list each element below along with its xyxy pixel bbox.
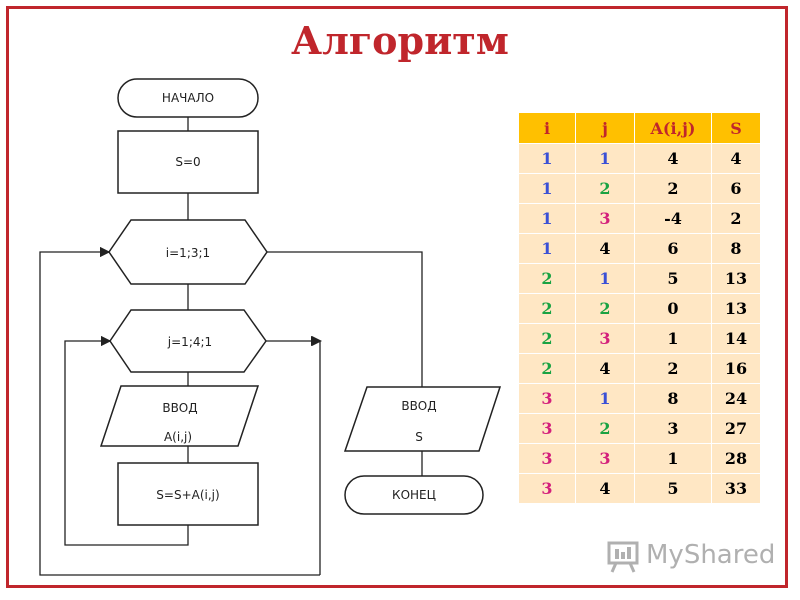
table-cell: 6 — [634, 233, 712, 264]
table-cell: 3 — [518, 473, 576, 504]
table-cell: 2 — [711, 203, 761, 234]
table-cell: 13 — [711, 293, 761, 324]
loop-i-hexagon — [108, 219, 268, 285]
init-label: S=0 — [175, 155, 200, 169]
table-cell: 1 — [518, 233, 576, 264]
table-cell: 1 — [575, 383, 635, 414]
header-i: i — [518, 112, 576, 144]
trace-table-header-row: i j A(i,j) S — [518, 112, 761, 144]
slide-frame — [6, 6, 788, 588]
table-cell: 4 — [575, 233, 635, 264]
table-cell: 2 — [518, 353, 576, 384]
inner-loop-exit-line — [266, 340, 321, 575]
sum-process-box — [117, 462, 259, 526]
table-cell: 13 — [711, 263, 761, 294]
table-cell: 6 — [711, 173, 761, 204]
loop-i-label: i=1;3;1 — [166, 246, 210, 260]
table-cell: 2 — [575, 293, 635, 324]
table-cell: 3 — [575, 203, 635, 234]
outer-loop-back-arrow — [39, 246, 320, 576]
table-cell: -4 — [634, 203, 712, 234]
init-process-box — [117, 130, 259, 194]
sum-label: S=S+A(i,j) — [156, 488, 219, 502]
table-cell: 3 — [634, 413, 712, 444]
input-a-parallelogram — [99, 385, 260, 447]
start-terminal — [117, 78, 259, 118]
table-cell: 2 — [518, 293, 576, 324]
table-cell: 1 — [634, 323, 712, 354]
table-cell: 2 — [634, 353, 712, 384]
end-label: КОНЕЦ — [392, 488, 436, 502]
table-cell: 3 — [518, 383, 576, 414]
myshared-logo: MyShared — [606, 538, 775, 574]
outer-loop-exit-line — [267, 251, 423, 387]
output-parallelogram — [343, 386, 502, 452]
table-cell: 2 — [518, 263, 576, 294]
start-label: НАЧАЛО — [162, 91, 214, 105]
slide-title: Алгоритм — [291, 18, 509, 63]
table-cell: 0 — [634, 293, 712, 324]
table-cell: 16 — [711, 353, 761, 384]
table-cell: 5 — [634, 263, 712, 294]
table-cell: 2 — [518, 323, 576, 354]
end-terminal — [344, 475, 484, 515]
header-j: j — [575, 112, 635, 144]
table-cell: 24 — [711, 383, 761, 414]
logo-text: MyShared — [646, 540, 776, 570]
table-cell: 1 — [518, 143, 576, 174]
table-cell: 3 — [518, 413, 576, 444]
header-a: A(i,j) — [634, 112, 712, 144]
table-cell: 3 — [575, 443, 635, 474]
table-cell: 4 — [575, 473, 635, 504]
table-cell: 8 — [711, 233, 761, 264]
presentation-icon — [607, 541, 639, 573]
table-cell: 4 — [634, 143, 712, 174]
table-cell: 14 — [711, 323, 761, 354]
table-cell: 3 — [575, 323, 635, 354]
table-cell: 2 — [634, 173, 712, 204]
table-cell: 8 — [634, 383, 712, 414]
table-cell: 2 — [575, 173, 635, 204]
output-label-line2: S — [415, 430, 423, 444]
table-cell: 27 — [711, 413, 761, 444]
input-a-label-line1: ВВОД — [162, 401, 197, 415]
output-label-line1: ВВОД — [401, 399, 436, 413]
loop-j-label: j=1;4;1 — [167, 335, 212, 349]
table-cell: 3 — [518, 443, 576, 474]
inner-loop-back-arrow — [64, 335, 189, 546]
input-a-label-line2: A(i,j) — [164, 430, 192, 444]
table-cell: 5 — [634, 473, 712, 504]
table-cell: 28 — [711, 443, 761, 474]
table-cell: 1 — [518, 173, 576, 204]
header-s: S — [711, 112, 761, 144]
table-cell: 33 — [711, 473, 761, 504]
table-cell: 2 — [575, 413, 635, 444]
table-cell: 1 — [575, 143, 635, 174]
loop-j-hexagon — [109, 309, 267, 373]
table-cell: 1 — [518, 203, 576, 234]
inner-loop-exit-arrowhead — [312, 336, 322, 346]
table-cell: 4 — [711, 143, 761, 174]
table-cell: 1 — [634, 443, 712, 474]
table-cell: 1 — [575, 263, 635, 294]
table-cell: 4 — [575, 353, 635, 384]
